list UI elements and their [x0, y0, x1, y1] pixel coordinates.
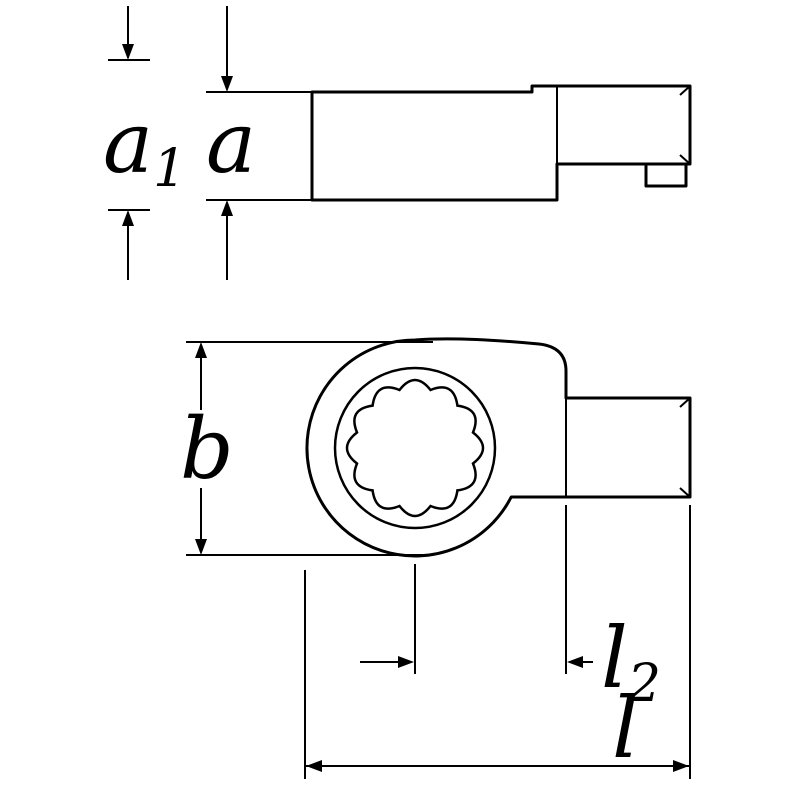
dimension-label-a: a [206, 94, 256, 192]
dimension-arrow [398, 656, 414, 668]
dimension-label-l: l [612, 679, 639, 777]
front-view [305, 337, 692, 558]
chamfer-mark [679, 154, 691, 165]
dimension-arrow [306, 760, 322, 772]
dimension-arrow [122, 210, 134, 226]
chamfer-mark [679, 85, 691, 96]
side-view [310, 84, 692, 202]
dimension-l2: l2 [360, 609, 661, 714]
chamfer-mark [679, 487, 691, 498]
dimension-a: a [206, 6, 312, 280]
dimension-arrow [221, 200, 233, 216]
dimension-label-a1: a1 [103, 94, 186, 199]
dimension-arrow [673, 760, 689, 772]
dimension-b: b [180, 341, 433, 556]
detent-tab [644, 162, 688, 188]
dimension-arrow [567, 656, 583, 668]
twelve-point-profile [345, 378, 485, 518]
ring-head-outline [305, 337, 692, 558]
ring-inner-circle [333, 366, 497, 530]
dimension-arrow [195, 342, 207, 358]
dimension-a1: a1 [103, 6, 186, 280]
dimension-label-b: b [180, 400, 234, 498]
dimension-arrow [122, 44, 134, 60]
dimension-arrow [195, 539, 207, 555]
dimension-label-l2: l2 [601, 609, 661, 714]
chamfer-mark [679, 397, 691, 408]
extension-lines [304, 505, 691, 779]
dimension-arrow [221, 76, 233, 92]
dimension-l: l [306, 679, 689, 777]
wrench-body-side-outline [310, 84, 692, 202]
